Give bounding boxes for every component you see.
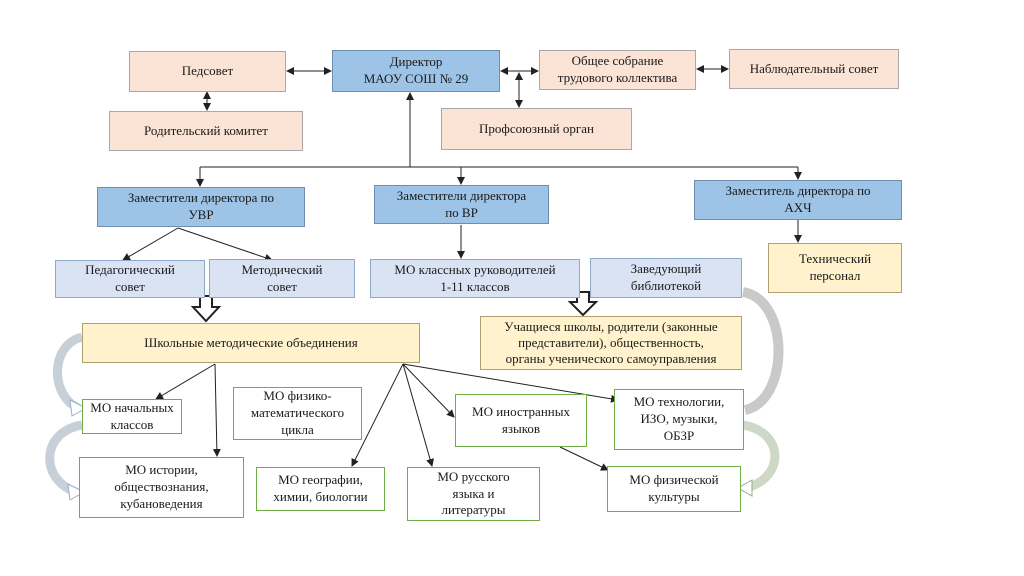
tech-staff-label: Технический персонал — [798, 251, 872, 283]
librarian-box: Заведующий библиотекой — [590, 258, 742, 298]
mo-geo-box: МО географии, химии, биологии — [256, 467, 385, 511]
school-mo-box: Школьные методические объединения — [82, 323, 420, 363]
link-foreign-pe — [559, 446, 609, 471]
link-mo-primary — [155, 363, 216, 400]
deputy-vr-label: Заместители директора по ВР — [396, 187, 527, 220]
method-council-box: Методический совет — [209, 259, 355, 298]
mo-physmath-box: МО физико- математического цикла — [233, 387, 362, 440]
link-uvr-pedcouncil — [122, 227, 179, 261]
tech-staff-box: Технический персонал — [768, 243, 902, 293]
block-arrow-vr — [567, 291, 599, 317]
curve-arrow-left-2-head — [67, 483, 86, 501]
deputy-uvr-label: Заместители директора по УВР — [127, 190, 275, 222]
mo-foreign-box: МО иностранных языков — [455, 394, 587, 447]
deputy-ahch-box: Заместитель директора по АХЧ — [694, 180, 902, 220]
deputy-uvr-box: Заместители директора по УВР — [97, 187, 305, 227]
director-box: Директор МАОУ СОШ № 29 — [332, 50, 500, 92]
general-assembly-box: Общее собрание трудового коллектива — [539, 50, 696, 90]
trade-union-label: Профсоюзный орган — [479, 120, 594, 136]
mo-russian-label: МО русского языка и литературы — [437, 468, 510, 518]
method-council-label: Методический совет — [241, 261, 323, 294]
parent-committee-label: Родительский комитет — [144, 122, 268, 138]
deputy-vr-box: Заместители директора по ВР — [374, 185, 549, 224]
mo-pe-box: МО физической культуры — [607, 466, 741, 512]
deputy-ahch-label: Заместитель директора по АХЧ — [725, 183, 871, 215]
director-label: Директор МАОУ СОШ № 29 — [363, 54, 469, 86]
parent-committee-box: Родительский комитет — [109, 111, 303, 151]
general-assembly-label: Общее собрание трудового коллектива — [557, 53, 678, 85]
mo-tech-label: МО технологии, ИЗО, музыки, ОБЗР — [633, 394, 725, 443]
curve-arrow-left-1-head — [69, 399, 88, 417]
mo-primary-label: МО начальных классов — [90, 399, 174, 432]
mo-history-label: МО истории, обществознания, кубановедени… — [114, 462, 209, 511]
mo-tech-box: МО технологии, ИЗО, музыки, ОБЗР — [614, 389, 744, 450]
ped-council-label: Педагогический совет — [85, 262, 175, 294]
link-uvr-methodcouncil — [177, 227, 273, 262]
mo-geo-label: МО географии, химии, биологии — [273, 472, 368, 504]
curve-arrow-right-2-head — [736, 479, 753, 497]
supervisory-board-label: Наблюдательный совет — [749, 60, 879, 76]
school-mo-label: Школьные методические объединения — [144, 334, 358, 350]
mo-pe-label: МО физической культуры — [629, 472, 719, 504]
curve-arrow-left-1 — [53, 332, 84, 413]
pedsovet-box: Педсовет — [129, 51, 286, 92]
link-mo-geo — [351, 363, 404, 467]
class-leaders-box: МО классных руководителей 1-11 классов — [370, 259, 580, 298]
class-leaders-label: МО классных руководителей 1-11 классов — [394, 261, 556, 294]
students-parents-box: Учащиеся школы, родители (законные предс… — [480, 316, 742, 370]
pedsovet-label: Педсовет — [181, 63, 234, 79]
link-mo-russian — [402, 363, 434, 467]
librarian-label: Заведующий библиотекой — [630, 261, 702, 293]
link-mo-foreign — [402, 363, 455, 418]
mo-primary-box: МО начальных классов — [82, 399, 182, 434]
students-parents-label: Учащиеся школы, родители (законные предс… — [504, 318, 718, 367]
curve-arrow-right-1 — [741, 287, 784, 415]
curve-arrow-right-2 — [741, 420, 780, 493]
ped-council-box: Педагогический совет — [55, 260, 205, 298]
link-mo-history — [212, 363, 221, 457]
trade-union-box: Профсоюзный орган — [441, 108, 632, 150]
curve-arrow-left-2 — [45, 420, 84, 497]
mo-russian-box: МО русского языка и литературы — [407, 467, 540, 521]
mo-foreign-label: МО иностранных языков — [472, 403, 570, 436]
block-arrow-uvr — [190, 295, 222, 323]
supervisory-board-box: Наблюдательный совет — [729, 49, 899, 89]
mo-history-box: МО истории, обществознания, кубановедени… — [79, 457, 244, 518]
mo-physmath-label: МО физико- математического цикла — [250, 388, 345, 437]
